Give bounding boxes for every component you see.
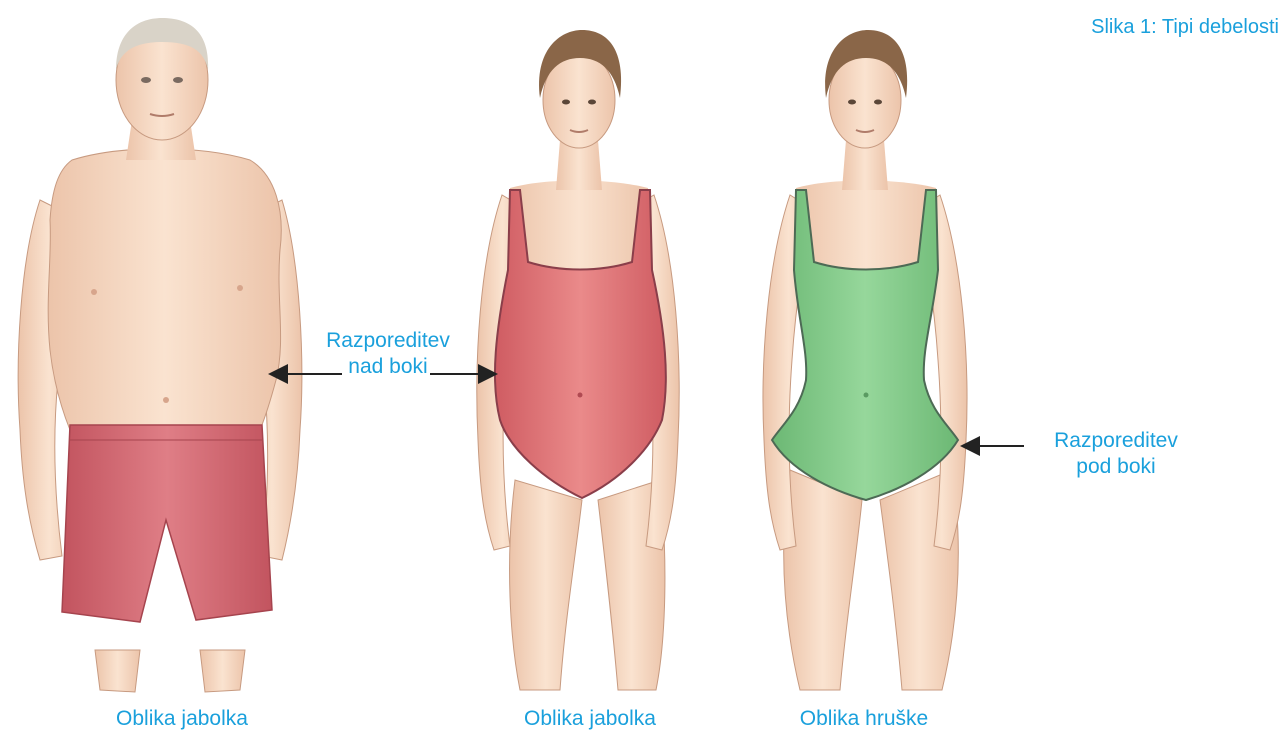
above-hips-label-line2: nad boki <box>310 354 466 380</box>
below-hips-label-line2: pod boki <box>1030 454 1202 480</box>
figure-title: Slika 1: Tipi debelosti <box>1091 14 1279 40</box>
above-hips-label: Razporeditev nad boki <box>310 328 466 380</box>
caption-woman-pear: Oblika hruške <box>764 706 964 732</box>
below-hips-label: Razporeditev pod boki <box>1030 428 1202 480</box>
above-hips-label-line1: Razporeditev <box>310 328 466 354</box>
woman-pear-figure <box>763 30 967 690</box>
caption-woman-apple: Oblika jabolka <box>470 706 710 732</box>
woman-apple-figure <box>477 30 679 690</box>
caption-man-apple: Oblika jabolka <box>62 706 302 732</box>
below-hips-label-line1: Razporeditev <box>1030 428 1202 454</box>
man-apple-figure <box>18 18 302 692</box>
